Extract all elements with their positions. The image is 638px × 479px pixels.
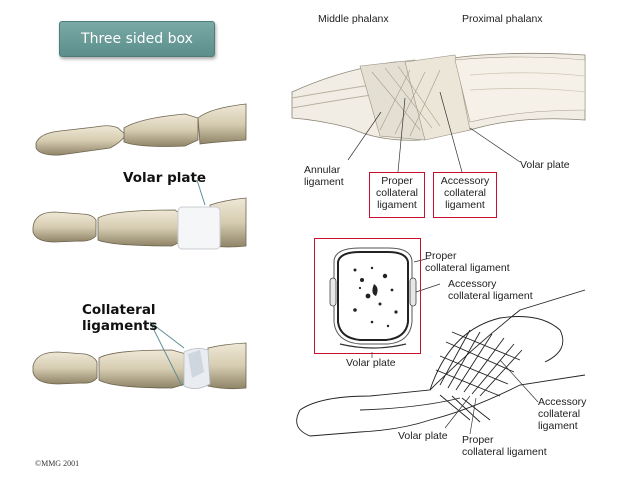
annular-label-2: ligament — [304, 176, 344, 188]
proper-label-1: Proper — [381, 175, 413, 187]
cross-section-diagram — [329, 247, 417, 349]
annular-label-1: Annular — [304, 164, 341, 176]
accessory-right-label-3: ligament — [538, 420, 578, 432]
finger-bone-top — [35, 103, 247, 156]
proper-cl-label-2: collateral ligament — [425, 262, 510, 274]
proper-bottom-label-1: Proper — [462, 434, 494, 446]
collateral-label-2: ligaments — [82, 318, 158, 334]
middle-phalanx-label: Middle phalanx — [318, 13, 389, 25]
proper-highlight-box — [369, 172, 425, 218]
accessory-cl-label-2: collateral ligament — [448, 290, 533, 302]
proper-label-3: ligament — [377, 199, 417, 211]
accessory-right-label-2: collateral — [538, 408, 581, 420]
accessory-label-2: collateral — [443, 187, 487, 199]
copyright: ©MMG 2001 — [35, 459, 80, 468]
accessory-right-label-1: Accessory — [538, 396, 587, 408]
joint-lateral-view — [291, 52, 586, 141]
volar-plate-pointer — [196, 179, 206, 206]
accessory-label-1: Accessory — [440, 175, 490, 187]
accessory-cl-label-1: Accessory — [448, 278, 497, 290]
proper-cl-label-1: Proper — [425, 250, 457, 262]
proper-bottom-label-2: collateral ligament — [462, 446, 547, 458]
collateral-pointer-2 — [149, 321, 183, 387]
accessory-label-3: ligament — [445, 199, 485, 211]
finger-sketch — [296, 289, 586, 437]
accessory-highlight-box — [433, 172, 497, 218]
finger-bone-bottom — [32, 342, 247, 390]
three-sided-box-badge: Three sided box — [59, 21, 215, 57]
proper-label-2: collateral — [375, 187, 419, 199]
collateral-pointer-1 — [149, 321, 185, 349]
collateral-label-1: Collateral — [82, 302, 156, 318]
cross-section-highlight-box — [314, 238, 421, 354]
proximal-phalanx-label: Proximal phalanx — [462, 13, 543, 25]
volar-plate-label: Volar plate — [123, 170, 207, 186]
finger-bone-middle — [32, 197, 247, 250]
volar-plate-shape — [177, 206, 221, 250]
volar-plate-cross-label: Volar plate — [346, 357, 396, 369]
volar-plate-bottom-label: Volar plate — [398, 430, 448, 442]
volar-plate-top-label: Volar plate — [520, 159, 570, 171]
